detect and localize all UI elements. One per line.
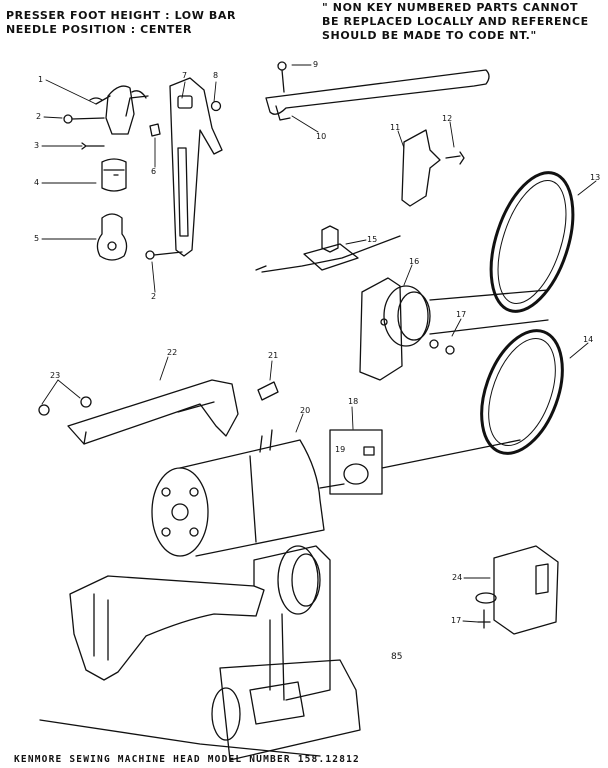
spec-presser-foot: PRESSER FOOT HEIGHT : LOW BAR xyxy=(6,9,237,22)
callout-16: 16 xyxy=(409,257,420,266)
motor-belt-13 xyxy=(489,171,575,313)
callout-2b: 2 xyxy=(151,292,157,301)
callout-10: 10 xyxy=(316,132,327,141)
callout-19: 19 xyxy=(335,445,346,454)
lamp-bracket-15 xyxy=(255,225,401,273)
leader-lines xyxy=(41,64,597,623)
callout-8: 8 xyxy=(213,71,219,80)
bracket-part-11 xyxy=(401,129,465,207)
sewing-machine-head xyxy=(39,545,361,761)
lever-assembly xyxy=(265,61,490,121)
callout-4: 4 xyxy=(34,178,40,187)
callout-24: 24 xyxy=(452,573,463,582)
callout-12: 12 xyxy=(442,114,453,123)
model-caption: KENMORE SEWING MACHINE HEAD MODEL NUMBER… xyxy=(14,754,360,765)
callout-5: 5 xyxy=(34,234,40,243)
callout-23: 23 xyxy=(50,371,61,380)
spec-needle-position: NEEDLE POSITION : CENTER xyxy=(6,23,193,36)
callout-7: 7 xyxy=(182,71,188,80)
switch-block-24 xyxy=(475,545,559,635)
callout-21: 21 xyxy=(268,351,279,360)
callout-3: 3 xyxy=(34,141,40,150)
callout-9: 9 xyxy=(313,60,319,69)
motor-belt-14 xyxy=(480,329,564,455)
callout-22: 22 xyxy=(167,348,178,357)
callout-17: 17 xyxy=(456,310,467,319)
pulley-inset-18 xyxy=(329,429,521,495)
note-line-3: SHOULD BE MADE TO CODE NT." xyxy=(322,29,537,42)
callout-20: 20 xyxy=(300,406,311,415)
callout-1: 1 xyxy=(38,75,44,84)
presser-bar-bracket xyxy=(145,77,223,260)
callout-14: 14 xyxy=(583,335,594,344)
callout-15: 15 xyxy=(367,235,378,244)
motor-pulley-16 xyxy=(359,277,549,381)
callout-13: 13 xyxy=(590,173,601,182)
motor-bracket-22 xyxy=(38,379,279,445)
presser-foot-assembly xyxy=(63,85,149,261)
callout-11: 11 xyxy=(390,123,401,132)
page-mark: 85 xyxy=(391,652,403,662)
callout-18: 18 xyxy=(348,397,359,406)
callout-17b: 17 xyxy=(451,616,462,625)
motor-20 xyxy=(151,429,345,557)
callout-2: 2 xyxy=(36,112,42,121)
note-line-1: " NON KEY NUMBERED PARTS CANNOT xyxy=(322,1,579,14)
note-line-2: BE REPLACED LOCALLY AND REFERENCE xyxy=(322,15,589,28)
callout-6: 6 xyxy=(151,167,157,176)
